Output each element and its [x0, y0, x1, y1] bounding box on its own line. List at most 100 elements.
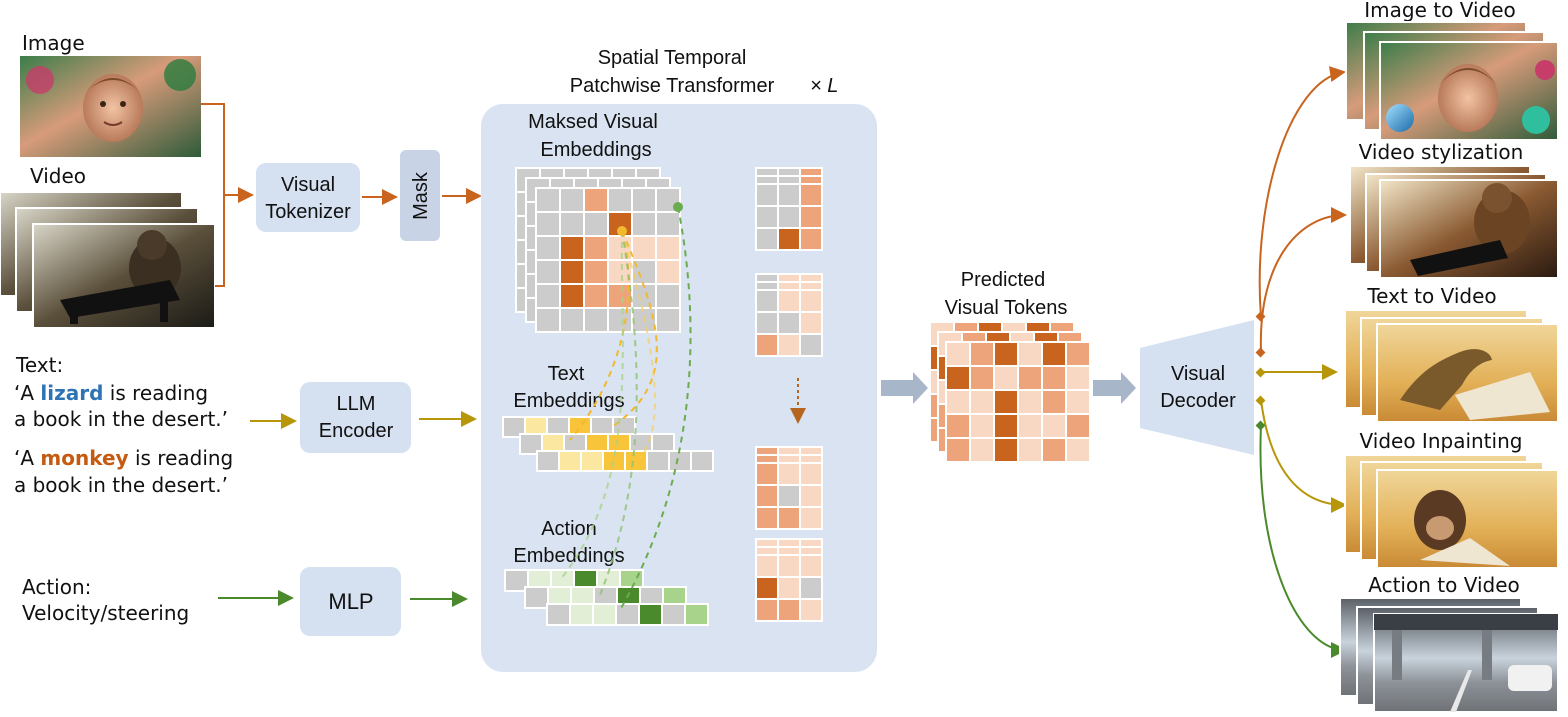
masked-embedding-cell: [583, 283, 609, 309]
patch-cell: [777, 462, 801, 486]
text-embedding-cell: [668, 450, 692, 472]
patch-cell: [755, 462, 779, 486]
predicted-token-cell: [1065, 341, 1091, 367]
prompt-keyword-monkey: monkey: [40, 446, 128, 470]
predicted-token-cell: [945, 437, 971, 463]
action-embedding-cell: [592, 603, 617, 626]
text-embedding-cell: [624, 450, 648, 472]
masked-embedding-cell: [631, 211, 657, 237]
patch-cell: [755, 554, 779, 578]
action-embeddings-rows: [504, 569, 709, 626]
text-embeddings-label-1: Text: [548, 363, 585, 385]
predicted-token-cell: [1017, 413, 1043, 439]
text-label: Text:: [15, 353, 63, 377]
predicted-visual-tokens-grid: [929, 321, 1091, 463]
text-embedding-cell: [580, 450, 604, 472]
patch-cell: [799, 289, 823, 313]
predicted-token-cell: [969, 413, 995, 439]
action-embedding-cell: [661, 603, 686, 626]
masked-visual-embeddings-label-1: Maksed Visual: [528, 111, 658, 133]
transformer-repeat-label: × L: [810, 75, 838, 97]
masked-embedding-cell: [535, 307, 561, 333]
masked-embedding-cell: [559, 187, 585, 213]
masked-embedding-cell: [559, 283, 585, 309]
input-image-thumbnail: [20, 56, 201, 157]
masked-embedding-cell: [535, 259, 561, 285]
action-value: Velocity/steering: [22, 601, 189, 625]
transformer-title-line1: Spatial Temporal: [598, 47, 747, 69]
masked-embedding-cell: [583, 211, 609, 237]
masked-embedding-cell: [559, 211, 585, 237]
patch-cell: [755, 484, 779, 508]
masked-embedding-cell: [655, 283, 681, 309]
action-embeddings-label-2: Embeddings: [513, 545, 624, 567]
predicted-token-cell: [1041, 389, 1067, 415]
masked-embedding-cell: [631, 235, 657, 261]
predicted-token-cell: [969, 365, 995, 391]
text-embeddings-label-2: Embeddings: [513, 390, 624, 412]
predicted-token-cell: [1017, 365, 1043, 391]
action-embedding-cell: [615, 603, 640, 626]
svg-text:LLM: LLM: [337, 393, 376, 415]
predicted-token-cell: [993, 413, 1019, 439]
patch-cell: [777, 598, 801, 622]
predicted-token-cell: [945, 389, 971, 415]
svg-text:a book in the desert.’: a book in the desert.’: [14, 407, 228, 431]
output-label-action-to-video: Action to Video: [1368, 573, 1519, 597]
transformer-title-line2: Patchwise Transformer: [570, 75, 775, 97]
patch-cell: [777, 576, 801, 600]
patch-cell: [755, 183, 779, 207]
output-action-to-video-frames: [1339, 597, 1559, 713]
predicted-token-cell: [993, 389, 1019, 415]
patch-cell: [777, 205, 801, 229]
text-embedding-cell: [690, 450, 714, 472]
svg-text:a book in the desert.’: a book in the desert.’: [14, 473, 228, 497]
text-embeddings-rows: [502, 416, 714, 472]
svg-text:Visual: Visual: [1171, 363, 1225, 385]
predicted-token-cell: [1065, 437, 1091, 463]
predicted-token-cell: [1065, 365, 1091, 391]
predicted-token-cell: [945, 365, 971, 391]
output-label-text-to-video: Text to Video: [1366, 284, 1496, 308]
action-embedding-cell: [638, 603, 663, 626]
predicted-token-cell: [1017, 341, 1043, 367]
output-text-to-video-frames: [1344, 309, 1559, 423]
predicted-tokens-label-1: Predicted: [961, 269, 1046, 291]
video-label: Video: [30, 164, 86, 188]
patch-cell: [799, 506, 823, 530]
patch-cell: [799, 311, 823, 335]
patch-cell: [799, 462, 823, 486]
action-label: Action:: [22, 575, 91, 599]
llm-encoder-box: LLM Encoder: [300, 382, 411, 453]
masked-embedding-cell: [583, 235, 609, 261]
action-embedding-cell: [569, 603, 594, 626]
masked-embedding-cell: [607, 307, 633, 333]
prompt-keyword-lizard: lizard: [40, 381, 103, 405]
patch-cell: [799, 576, 823, 600]
predicted-token-cell: [1041, 365, 1067, 391]
text-prompt-2: ‘A monkey is reading a book in the deser…: [14, 446, 233, 497]
output-label-video-stylization: Video stylization: [1359, 140, 1524, 164]
predicted-token-cell: [1041, 437, 1067, 463]
patch-cell: [799, 205, 823, 229]
mask-box: Mask: [400, 150, 440, 241]
patch-sequence: [755, 167, 823, 622]
predicted-token-cell: [993, 365, 1019, 391]
masked-embedding-cell: [607, 187, 633, 213]
masked-embedding-cell: [535, 283, 561, 309]
patch-cell: [777, 183, 801, 207]
input-video-frames: [0, 191, 216, 329]
masked-embedding-cell: [631, 283, 657, 309]
patch-cell: [777, 333, 801, 357]
masked-visual-embeddings-label-2: Embeddings: [540, 139, 651, 161]
patch-cell: [799, 554, 823, 578]
predicted-token-cell: [1017, 389, 1043, 415]
masked-embedding-cell: [583, 187, 609, 213]
patch-cell: [777, 484, 801, 508]
patch-cell: [755, 289, 779, 313]
action-embeddings-label-1: Action: [541, 518, 597, 540]
predicted-token-cell: [1065, 389, 1091, 415]
masked-embedding-cell: [583, 259, 609, 285]
text-embedding-cell: [646, 450, 670, 472]
patch-cell: [777, 506, 801, 530]
